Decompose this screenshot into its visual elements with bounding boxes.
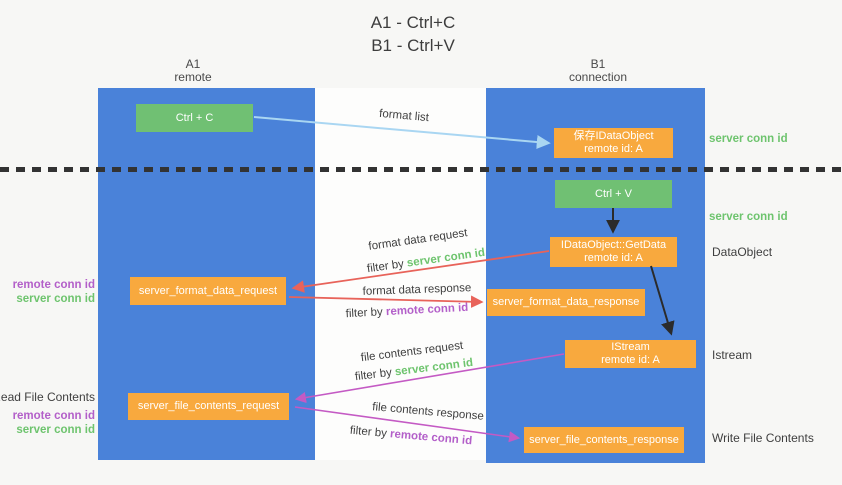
istream-node: IStream remote id: A [565,340,696,368]
lane-header-b1: B1 connection [528,58,668,84]
lane-b1-name: B1 [590,57,606,71]
ctrl-v-label: Ctrl + V [595,187,632,200]
lane-a1-name: A1 [185,57,201,71]
machine-separator-dotted-line [0,167,842,172]
save-idataobject-line2: remote id: A [584,143,643,155]
right-label-istream: Istream [712,348,753,362]
title-line-2: B1 - Ctrl+V [371,36,455,55]
left-label-server-conn-id-1: server conn id [16,293,95,305]
server-format-data-request-node: server_format_data_request [130,277,286,305]
format-response-label: server_format_data_response [492,296,640,308]
istream-line1: IStream [611,341,650,353]
istream-line2: remote id: A [601,354,660,366]
filter-by-text: filter by [345,306,387,321]
save-idataobject-node: 保存IDataObject remote id: A [554,128,673,158]
title-line-1: A1 - Ctrl+C [370,13,456,32]
right-label-write-file-contents: Write File Contents [712,431,814,445]
right-label-dataobject: DataObject [712,245,773,259]
server-file-contents-request-node: server_file_contents_request [128,393,289,420]
ctrl-v-node: Ctrl + V [555,180,672,208]
server-file-contents-response-node: server_file_contents_response [524,427,684,453]
getdata-line1: IDataObject::GetData [560,239,667,251]
ctrl-c-node: Ctrl + C [136,104,253,132]
right-label-server-conn-id-2: server conn id [709,211,788,223]
left-label-remote-conn-id-2: remote conn id [12,410,95,422]
format-request-label: server_format_data_request [138,284,278,297]
diagram-title: A1 - Ctrl+C B1 - Ctrl+V [283,11,543,57]
lane-header-a1: A1 remote [123,58,263,84]
file-response-label: server_file_contents_response [529,433,679,446]
ctrl-c-label: Ctrl + C [175,111,214,124]
left-label-server-conn-id-2: server conn id [16,424,95,436]
left-label-remote-conn-id-1: remote conn id [12,279,95,291]
getdata-line2: remote id: A [584,252,643,264]
idataobject-getdata-node: IDataObject::GetData remote id: A [550,237,677,267]
lane-b1-subtitle: connection [568,70,628,84]
save-idataobject-line1: 保存IDataObject [573,130,654,142]
left-label-read-file-contents: Read File Contents [0,390,95,404]
lane-a1-subtitle: remote [174,70,212,84]
right-label-server-conn-id-1: server conn id [709,133,788,145]
file-request-label: server_file_contents_request [137,400,280,412]
server-format-data-response-node: server_format_data_response [487,289,645,316]
